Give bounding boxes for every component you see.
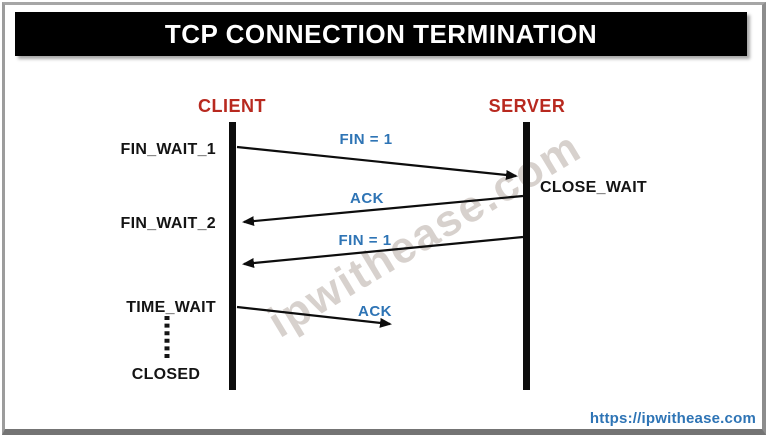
- site-url: https://ipwithease.com: [589, 410, 756, 427]
- page-title: TCP CONNECTION TERMINATION: [164, 18, 598, 49]
- message-label-ack-2: ACK: [358, 303, 392, 320]
- title-banner: TCP CONNECTION TERMINATION: [15, 12, 747, 56]
- fin-arrow-client-to-server: [236, 145, 518, 180]
- client-label: CLIENT: [198, 96, 266, 116]
- state-label-close-wait: CLOSE_WAIT: [540, 179, 648, 196]
- client-lifeline: [229, 122, 236, 390]
- message-label-ack-1: ACK: [350, 190, 384, 207]
- state-label-fin-wait-2: FIN_WAIT_2: [120, 215, 216, 232]
- state-label-closed: CLOSED: [131, 366, 201, 383]
- state-label-time-wait: TIME_WAIT: [126, 299, 216, 316]
- server-lifeline: [523, 122, 530, 390]
- message-label-fin-2: FIN = 1: [338, 232, 392, 249]
- server-label: SERVER: [488, 96, 566, 116]
- message-label-fin-1: FIN = 1: [339, 131, 393, 148]
- state-label-fin-wait-1: FIN_WAIT_1: [120, 141, 216, 158]
